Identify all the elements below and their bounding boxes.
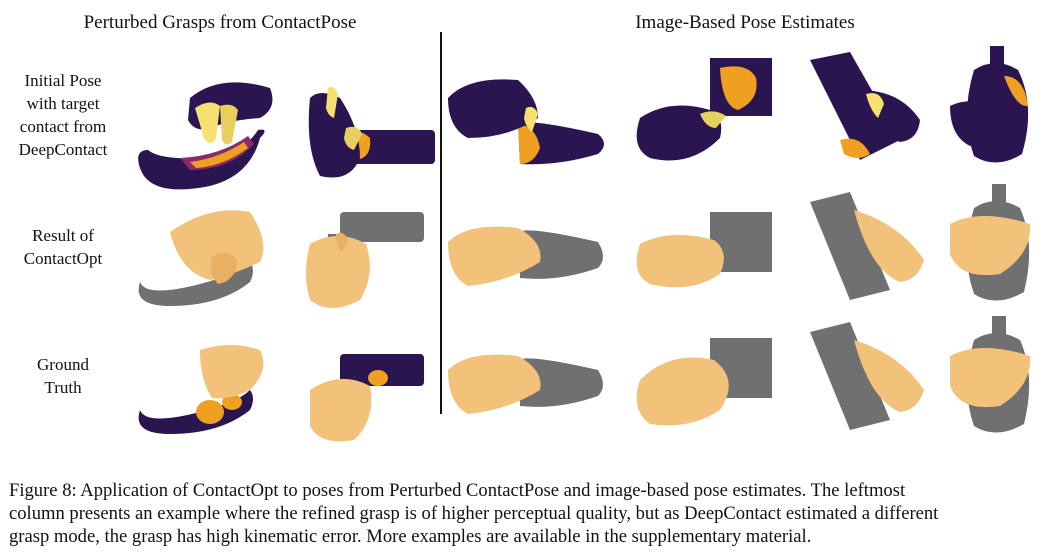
render-bottle-initial [290,58,446,198]
render-bottle-truth [290,330,446,470]
caption-line: column presents an example where the ref… [9,503,939,524]
caption-line: grasp mode, the grasp has high kinematic… [9,526,812,547]
row-label-line: ContactOpt [23,249,103,268]
row-label-line: DeepContact [18,140,108,159]
row-label-line: Ground [37,355,89,374]
row-label-result: Result of ContactOpt [8,224,118,270]
render-banana-result [120,202,276,342]
render-img1-truth [448,330,604,470]
row-label-line: Truth [44,378,82,397]
render-bottle-result [290,204,446,344]
render-img4-initial [940,46,1052,186]
render-img2-result [630,204,786,344]
figure-caption: Figure 8: Application of ContactOpt to p… [9,479,1043,548]
render-img3-initial [800,50,956,190]
row-label-line: Initial Pose [24,71,102,90]
column-header-perturbed: Perturbed Grasps from ContactPose [83,12,357,33]
caption-line: Figure 8: Application of ContactOpt to p… [9,480,906,501]
column-header-image-based: Image-Based Pose Estimates [635,12,855,33]
column-divider [440,32,442,414]
render-img1-result [448,202,604,342]
render-banana-truth [120,330,276,470]
row-label-line: Result of [32,226,94,245]
row-label-line: with target [26,94,100,113]
row-label-ground-truth: Ground Truth [8,353,118,399]
row-label-initial-pose: Initial Pose with target contact from De… [8,69,118,161]
render-img1-initial [448,58,604,198]
render-img3-truth [800,320,956,460]
render-img2-initial [630,58,786,198]
render-img4-result [940,184,1052,324]
render-banana-initial [120,58,276,198]
render-img4-truth [940,316,1052,456]
render-img3-result [800,190,956,330]
row-label-line: contact from [19,117,107,136]
render-img2-truth [630,330,786,470]
